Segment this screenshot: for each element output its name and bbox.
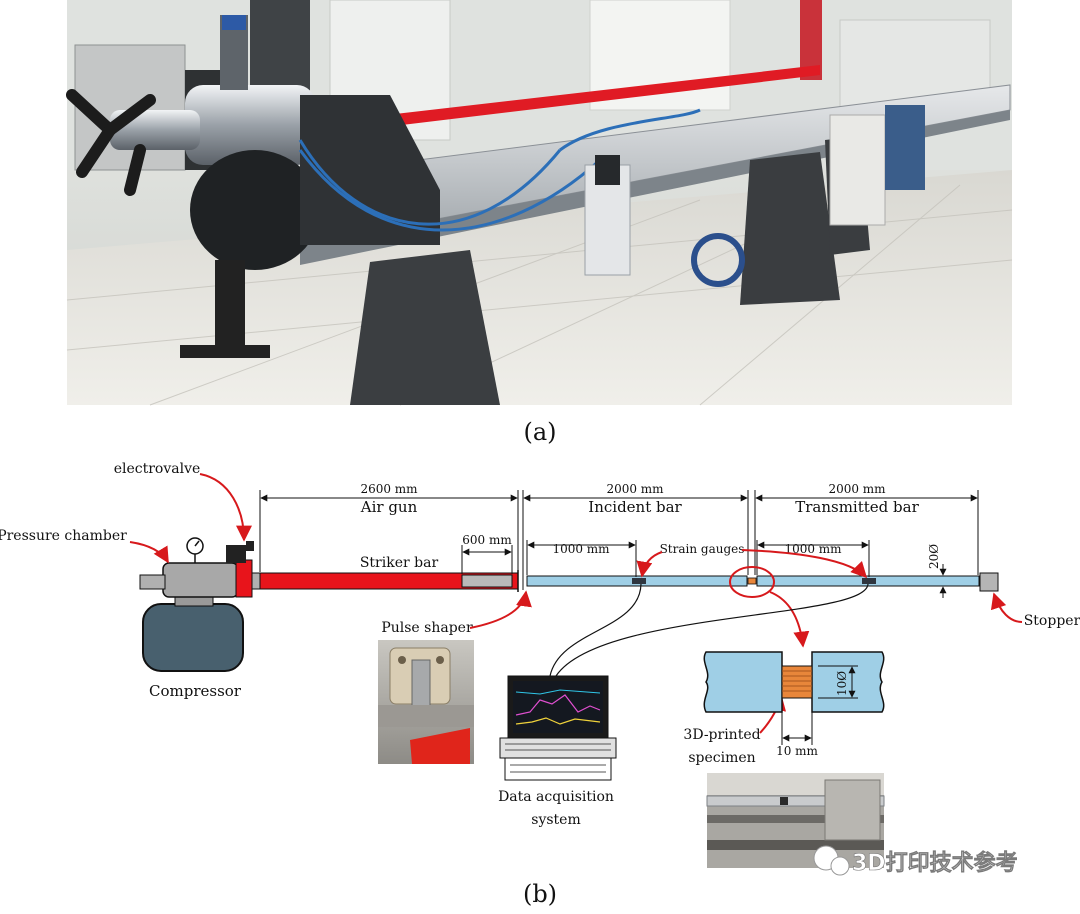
compressor — [139, 537, 245, 672]
gauge2-distance: 1000 mm — [784, 542, 842, 556]
strain-gauge-1 — [632, 578, 646, 584]
pulse-shaper-label: Pulse shaper — [381, 620, 473, 636]
incident-name: Incident bar — [588, 498, 682, 516]
strain-gauges-label: Strain gauges — [660, 542, 745, 556]
air-gun-length: 2600 mm — [360, 482, 418, 496]
specimen-small — [747, 577, 757, 585]
watermark: 3D打印技术参考 — [813, 845, 1018, 876]
bar-diameter: 20Ø — [927, 544, 941, 569]
pressure-chamber-label: Pressure chamber — [0, 528, 127, 544]
photo-a-laboratory — [66, 0, 1013, 406]
electrovalve — [226, 541, 263, 598]
caption-a: (a) — [523, 418, 556, 446]
strain-gauge-2 — [862, 578, 876, 584]
stopper-label: Stopper — [1024, 613, 1080, 629]
specimen-label-2: specimen — [688, 750, 755, 766]
specimen-detail: 10Ø 10 mm — [703, 651, 885, 758]
transmitted-length: 2000 mm — [828, 482, 886, 496]
electrovalve-label: electrovalve — [114, 461, 201, 477]
gauge1-distance: 1000 mm — [552, 542, 610, 556]
data-acq-label-1: Data acquisition — [498, 789, 614, 805]
stopper-block — [979, 572, 999, 592]
laptop-icon — [499, 675, 617, 781]
striker-bar-label: Striker bar — [360, 555, 439, 571]
specimen-highlight-circle — [729, 566, 775, 598]
transmitted-name: Transmitted bar — [795, 498, 919, 516]
incident-length: 2000 mm — [606, 482, 664, 496]
specimen-label-1: 3D-printed — [683, 727, 760, 743]
schematic-b: 2600 mm Air gun 2000 mm Incident bar 200… — [0, 461, 1080, 868]
air-gun-name: Air gun — [360, 498, 418, 516]
compressor-label: Compressor — [149, 682, 242, 700]
caption-b: (b) — [523, 880, 557, 908]
specimen-photo — [706, 773, 885, 868]
data-acq-label-2: system — [531, 812, 580, 828]
pulse-shaper-photo — [378, 640, 474, 764]
striker-bar — [461, 574, 513, 588]
striker-length: 600 mm — [462, 533, 512, 547]
specimen-diameter: 10Ø — [835, 671, 849, 696]
watermark-text: 3D打印技术参考 — [852, 850, 1018, 876]
specimen-length: 10 mm — [776, 744, 818, 758]
